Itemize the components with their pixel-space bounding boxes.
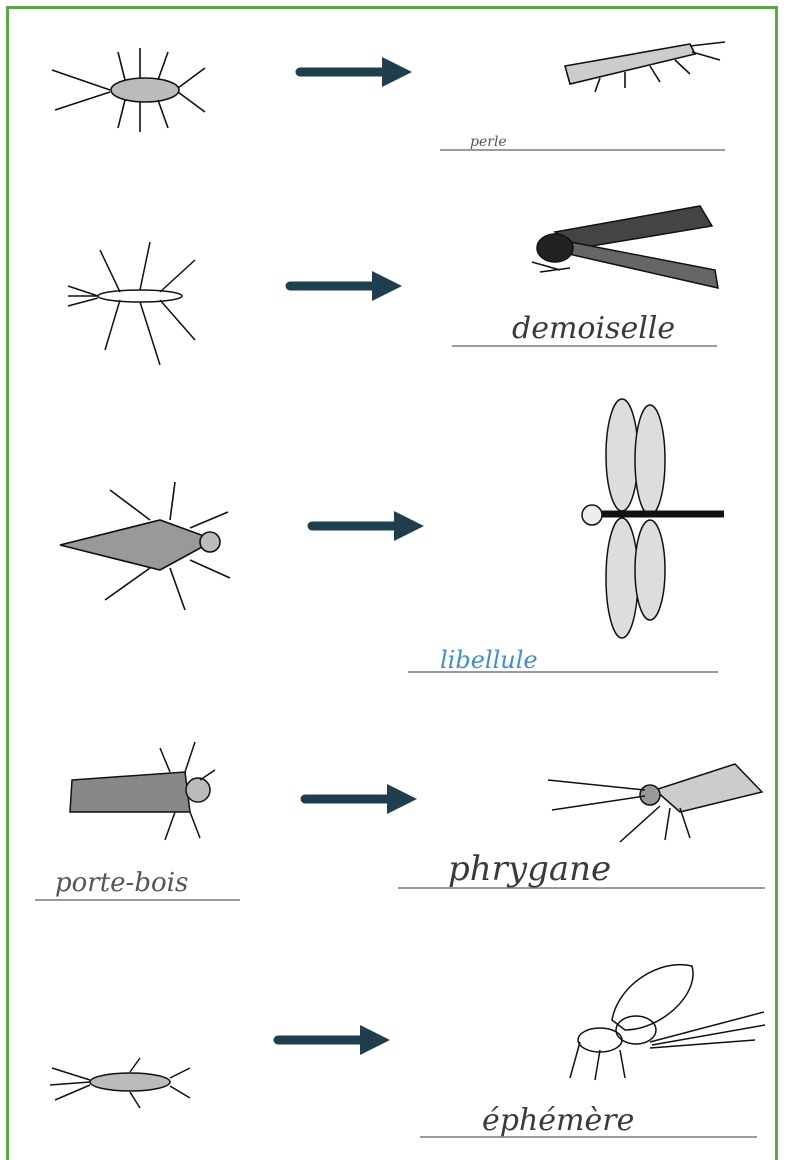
arrow-right-icon <box>312 511 424 541</box>
stonefly-larva-icon <box>52 48 205 132</box>
caddisfly-larva-icon <box>70 742 215 840</box>
label-ephemere: éphémère <box>482 1106 634 1136</box>
damselfly-adult-icon <box>532 206 718 288</box>
caddisfly-adult-icon <box>548 764 762 842</box>
stonefly-adult-icon <box>565 42 725 92</box>
label-demoiselle: demoiselle <box>512 314 675 344</box>
arrow-right-icon <box>300 57 412 87</box>
dragonfly-larva-icon <box>60 482 230 610</box>
damselfly-larva-icon <box>68 242 195 365</box>
arrow-right-icon <box>305 784 417 814</box>
label-libellule: libellule <box>440 648 538 672</box>
label-phrygane: phrygane <box>448 852 611 886</box>
mayfly-adult-icon <box>570 965 765 1080</box>
label-porte-bois: porte-bois <box>55 870 188 896</box>
arrow-right-icon <box>290 271 402 301</box>
arrow-right-icon <box>278 1025 390 1055</box>
dragonfly-adult-icon <box>582 399 724 638</box>
label-perle: perle <box>470 135 507 149</box>
mayfly-larva-icon <box>50 1058 190 1108</box>
